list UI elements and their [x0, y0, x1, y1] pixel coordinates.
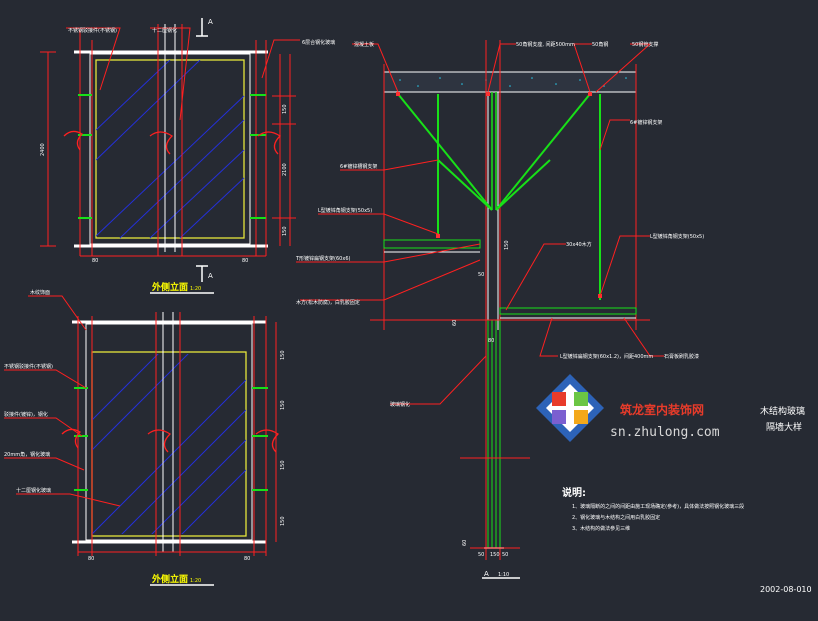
section-label: L型镀锌角钢支架(50x5) — [318, 207, 372, 214]
leader-label: 不锈钢驳接件(不锈钢) — [68, 27, 117, 34]
dim-text: 2400 — [40, 143, 46, 156]
dim-text: 80 — [242, 258, 248, 264]
leader-label: 20mm角，钢化玻璃 — [4, 451, 50, 458]
section-scale: 1:10 — [498, 572, 509, 578]
note-item: 1、玻璃隔断的之间的间距由施工现场确定(参考)，具体做法按照钢化玻璃三段 — [572, 503, 744, 510]
section-label: 50角钢 — [592, 41, 608, 48]
drawing-number: 2002-08-010 — [760, 585, 812, 594]
section-label: 30x40木方 — [566, 241, 592, 248]
section-tag: A — [484, 570, 489, 578]
elevation-title: 外侧立面 — [151, 281, 188, 293]
dim-text: 80 — [92, 258, 98, 264]
dim-text: 150 — [282, 226, 288, 236]
leader-label: 木纹饰面 — [30, 289, 50, 296]
section-label: 6#镀锌槽钢支架 — [340, 163, 377, 170]
section-label: 混凝土板 — [354, 41, 374, 48]
leader-label: 不锈钢驳接件(不锈钢) — [4, 363, 53, 370]
dim-text: 150 — [504, 240, 510, 250]
dim-text: 50 — [478, 272, 484, 278]
dim-text: 150 — [280, 400, 286, 410]
dim-text: 60 — [462, 540, 468, 546]
elevation-title: 外侧立面 — [151, 573, 188, 585]
dim-text: 150 — [282, 104, 288, 114]
dim-text: 60 — [452, 320, 458, 326]
section-label: 50角钢支座, 间距500mm — [516, 41, 575, 48]
section-mark: A — [208, 272, 213, 280]
section-label: 木方(松木防腐)，白乳胶固定 — [296, 299, 360, 306]
elevation-bottom: 木纹饰面 不锈钢驳接件(不锈钢) 驳接件(镀锌)，钢化 20mm角，钢化玻璃 十… — [4, 289, 286, 586]
dim-text: 50 — [478, 552, 484, 558]
dim-text: 80 — [88, 556, 94, 562]
section-label: 50钢管支撑 — [632, 41, 658, 48]
logo-cn-text: 筑龙室内装饰网 — [620, 402, 704, 417]
note-item: 2、钢化玻璃与木结构之间用白乳胶固定 — [572, 514, 660, 521]
leader-label: 驳接件(镀锌)，钢化 — [4, 411, 48, 418]
zhulong-logo — [536, 374, 604, 442]
drawing-title-line2: 隔墙大样 — [766, 421, 802, 433]
section-label: 6#镀锌钢支架 — [630, 119, 662, 126]
elevation-top: 不锈钢驳接件(不锈钢) 十二厘钢化 6层合钢化玻璃 150 2100 150 2… — [40, 18, 335, 294]
notes-heading: 说明: — [562, 486, 586, 499]
leader-label: 6层合钢化玻璃 — [302, 39, 335, 46]
dim-text: 150 — [280, 350, 286, 360]
section-detail: 混凝土板 50角钢支座, 间距500mm 50角钢 50钢管支撑 6#镀锌槽钢支… — [295, 40, 704, 579]
dim-text: 50 — [502, 552, 508, 558]
section-label: L型镀锌扁钢支架(60x1.2)，间距400mm — [560, 353, 653, 360]
dim-text: 80 — [244, 556, 250, 562]
note-item: 3、木结构的做法参见三维 — [572, 525, 630, 532]
section-label: T形镀锌扁钢支架(60x6) — [295, 255, 351, 262]
section-mark: A — [208, 18, 213, 26]
elevation-scale: 1:20 — [190, 578, 201, 584]
dim-text: 150 — [280, 460, 286, 470]
dim-text: 150 — [490, 552, 500, 558]
dim-text: 150 — [280, 516, 286, 526]
leader-label: 十二厘钢化 — [152, 27, 177, 34]
logo-url-text: sn.zhulong.com — [610, 425, 720, 440]
drawing-title-line1: 木结构玻璃 — [760, 405, 805, 417]
section-label: 玻璃钢化 — [390, 401, 410, 408]
leader-label: 十二厘钢化玻璃 — [16, 487, 51, 494]
dim-text: 2100 — [282, 163, 288, 176]
section-label: 石膏板刷乳胶漆 — [664, 353, 699, 360]
section-label: L型镀锌角钢支架(50x5) — [650, 233, 704, 240]
elevation-scale: 1:20 — [190, 286, 201, 292]
dim-text: 80 — [488, 338, 494, 344]
